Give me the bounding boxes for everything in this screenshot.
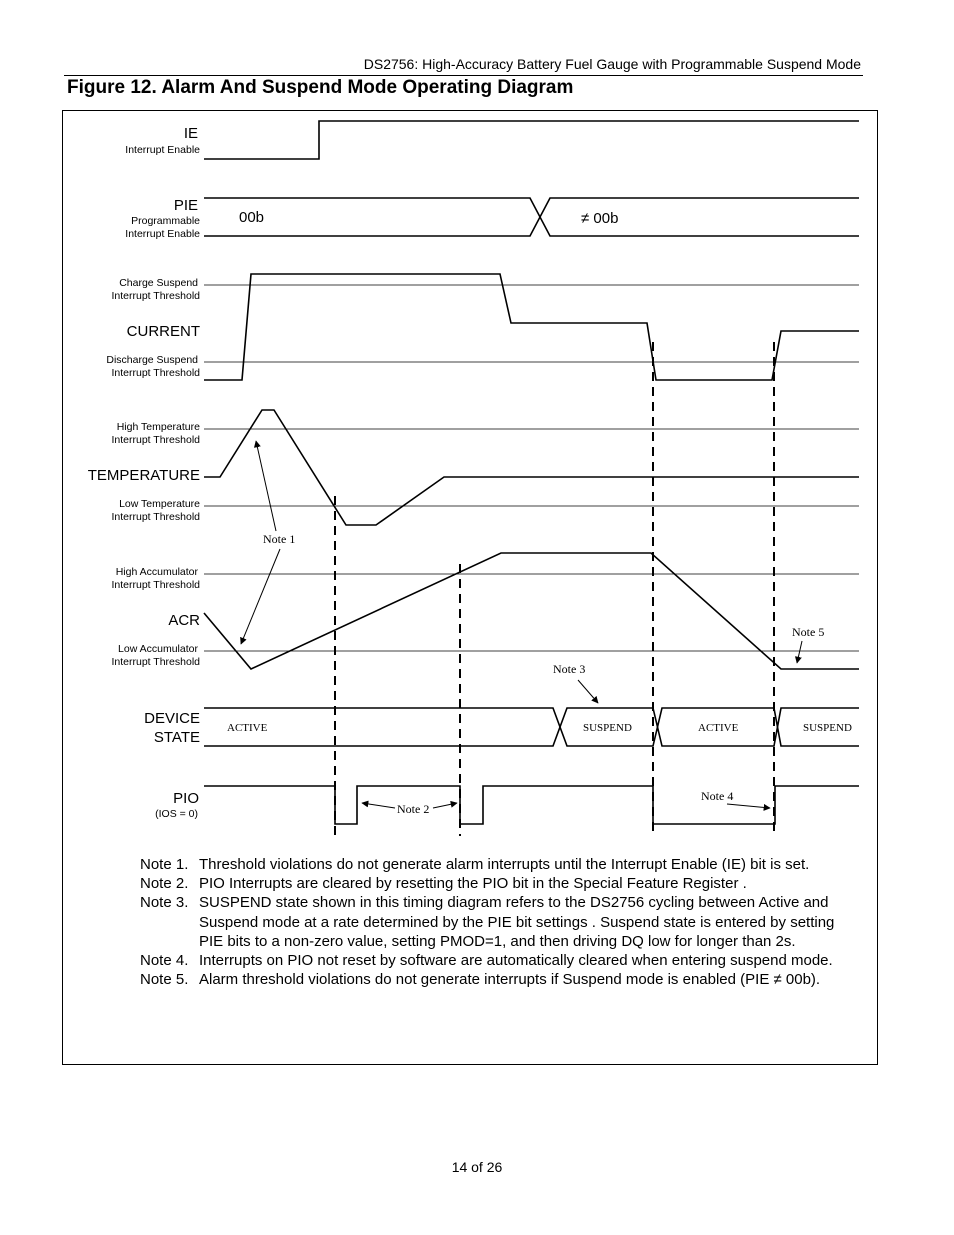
- device-state-bottom: [204, 707, 859, 747]
- note1-callout: Note 1: [263, 532, 295, 546]
- acr-label: ACR: [168, 612, 200, 629]
- note-number: Note 2.: [140, 875, 189, 893]
- note-text: SUSPEND state shown in this timing diagr…: [199, 894, 835, 950]
- current-label: CURRENT: [127, 323, 200, 340]
- note-text: Interrupts on PIO not reset by software …: [199, 952, 833, 970]
- high-temp-label-2: Interrupt Threshold: [111, 434, 200, 446]
- high-temp-label-1: High Temperature: [117, 421, 200, 433]
- pie-label: PIE: [174, 197, 198, 214]
- note3-callout: Note 3: [553, 662, 585, 676]
- note-item: Note 3. SUSPEND state shown in this timi…: [140, 893, 860, 951]
- state-suspend-2: SUSPEND: [803, 722, 852, 734]
- high-acc-label-2: Interrupt Threshold: [111, 579, 200, 591]
- note-number: Note 3.: [140, 894, 189, 912]
- pie-desc-1: Programmable: [131, 215, 200, 227]
- high-acc-label-1: High Accumulator: [116, 566, 199, 578]
- note-number: Note 4.: [140, 952, 189, 970]
- figure-title: Figure 12. Alarm And Suspend Mode Operat…: [67, 77, 574, 98]
- note-text: Threshold violations do not generate ala…: [199, 856, 810, 873]
- current-waveform: [204, 273, 859, 381]
- ie-desc: Interrupt Enable: [125, 144, 200, 156]
- pie-value-1: 00b: [239, 209, 264, 226]
- note-number: Note 1.: [140, 856, 189, 873]
- charge-suspend-label-2: Interrupt Threshold: [111, 290, 200, 302]
- ie-waveform: [204, 120, 859, 160]
- note2-arrow-right: [432, 800, 458, 809]
- note5-callout: Note 5: [792, 625, 824, 639]
- device-label-1: DEVICE: [144, 710, 200, 727]
- pie-waveform-top: [204, 197, 859, 237]
- acr-waveform: [203, 552, 859, 670]
- note-item: Note 2. PIO Interrupts are cleared by re…: [140, 874, 860, 893]
- note1-arrow-up: [253, 440, 277, 532]
- discharge-suspend-label-1: Discharge Suspend: [106, 354, 198, 366]
- low-temp-label-2: Interrupt Threshold: [111, 511, 200, 523]
- note-item: Note 4. Interrupts on PIO not reset by s…: [140, 951, 860, 970]
- page-number: 14 of 26: [451, 1159, 503, 1175]
- figure-frame: [62, 110, 878, 1065]
- document-header-title: DS2756: High-Accuracy Battery Fuel Gauge…: [363, 56, 861, 72]
- header-rule: [64, 75, 863, 76]
- pio-label: PIO: [173, 790, 199, 807]
- pie-desc-2: Interrupt Enable: [125, 228, 200, 240]
- note-item: Note 1. Threshold violations do not gene…: [140, 855, 860, 874]
- device-label-2: STATE: [154, 729, 200, 746]
- low-temp-label-1: Low Temperature: [119, 498, 200, 510]
- note-text: Alarm threshold violations do not genera…: [199, 971, 821, 989]
- ie-label: IE: [184, 125, 198, 142]
- charge-suspend-label-1: Charge Suspend: [119, 277, 198, 289]
- temperature-label: TEMPERATURE: [88, 467, 200, 484]
- note2-arrow-left: [361, 800, 396, 809]
- pio-waveform: [204, 785, 859, 825]
- state-suspend-1: SUSPEND: [583, 722, 632, 734]
- pio-desc: (IOS = 0): [155, 808, 198, 820]
- pie-value-2: ≠ 00b: [581, 210, 618, 227]
- note3-arrow: [577, 679, 599, 704]
- temperature-waveform: [204, 409, 859, 526]
- low-acc-label-1: Low Accumulator: [118, 643, 198, 655]
- device-state-top: [204, 707, 859, 747]
- note-item: Note 5. Alarm threshold violations do no…: [140, 970, 860, 989]
- state-active-2: ACTIVE: [698, 722, 739, 734]
- state-active-1: ACTIVE: [227, 722, 268, 734]
- note4-arrow: [726, 803, 771, 811]
- pie-waveform-bottom: [204, 197, 859, 237]
- discharge-suspend-label-2: Interrupt Threshold: [111, 367, 200, 379]
- notes-list: Note 1. Threshold violations do not gene…: [140, 855, 860, 989]
- note4-callout: Note 4: [701, 789, 733, 803]
- note-number: Note 5.: [140, 971, 189, 989]
- note5-arrow: [794, 640, 803, 664]
- note1-arrow-down: [240, 548, 281, 645]
- note-text: PIO Interrupts are cleared by resetting …: [199, 875, 747, 893]
- low-acc-label-2: Interrupt Threshold: [111, 656, 200, 668]
- note2-callout: Note 2: [397, 802, 429, 816]
